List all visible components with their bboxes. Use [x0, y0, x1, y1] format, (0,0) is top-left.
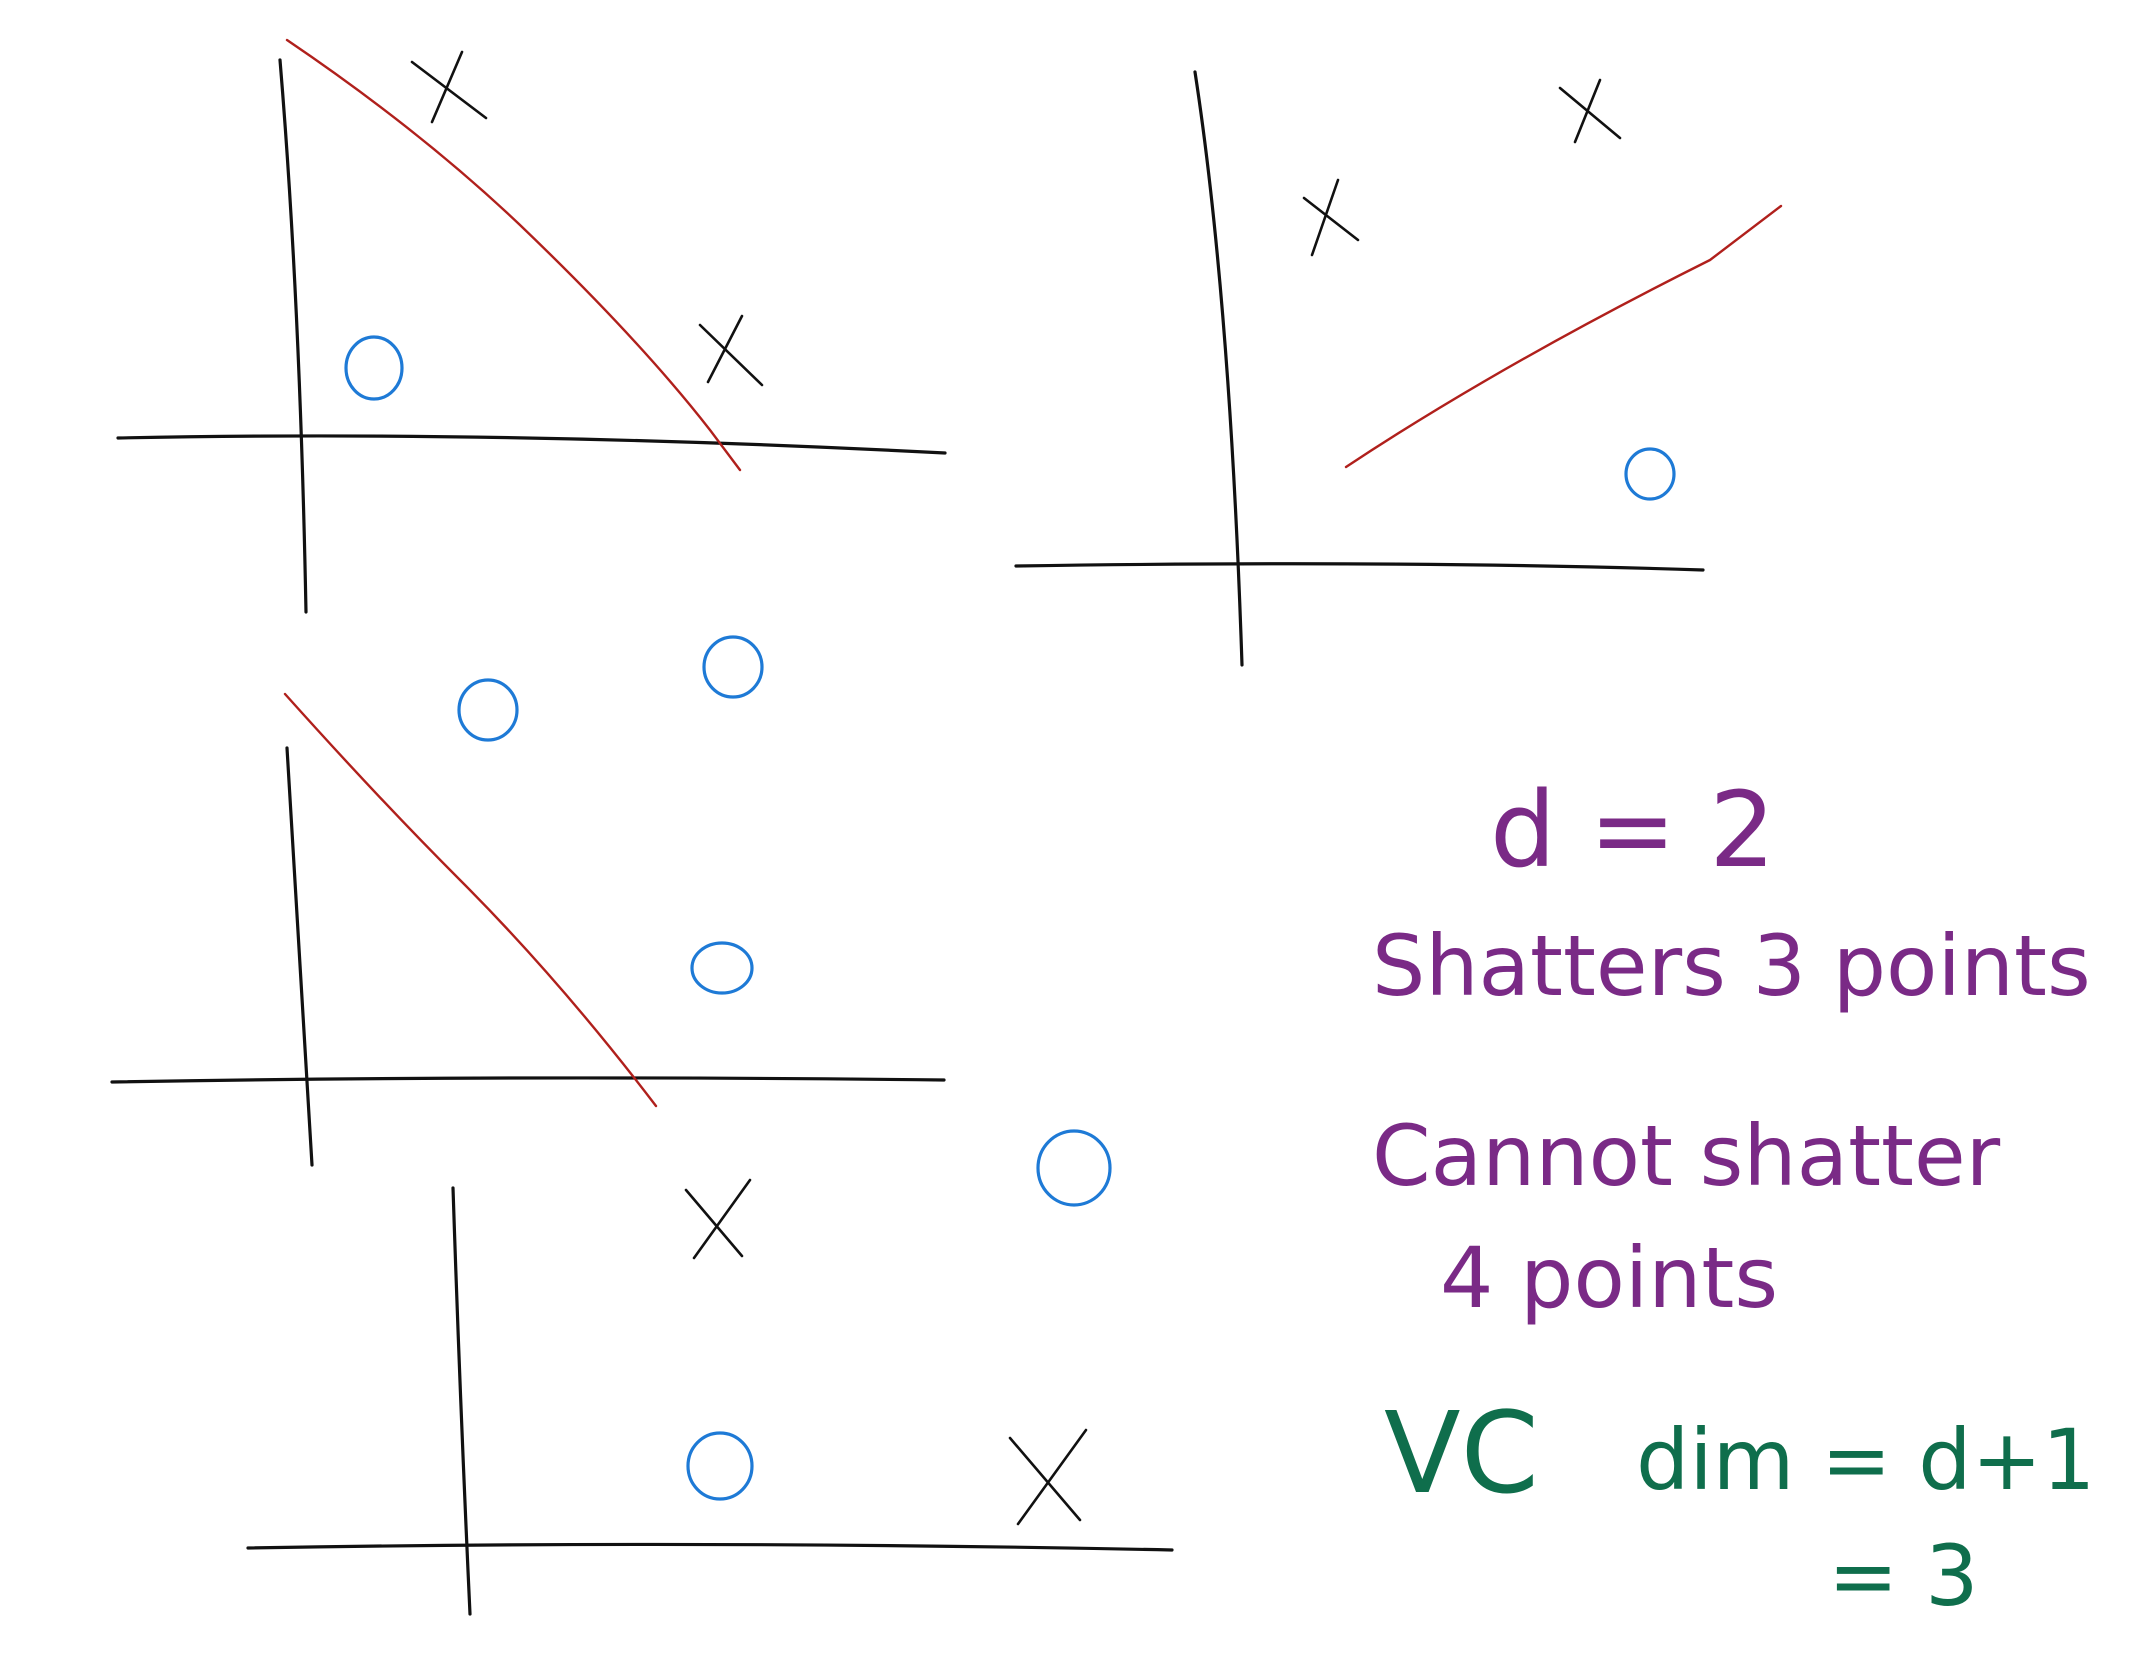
- panel-top-left-separator-line: [285, 38, 742, 472]
- panel-top-right-cross-point: [1302, 178, 1360, 257]
- note-vc-value: = 3: [1828, 1527, 1979, 1625]
- panel-top-left-circle-point: [344, 335, 404, 401]
- panel-top-right-x-axis: [1014, 562, 1705, 572]
- panel-middle-left-x-axis: [110, 1076, 946, 1084]
- panel-top-right-cross-point: [1558, 78, 1622, 144]
- panel-bottom-cross-point: [1008, 1428, 1088, 1526]
- panel-bottom-y-axis: [451, 1186, 472, 1616]
- panel-middle-left-separator-line: [283, 692, 658, 1108]
- note-vc-dim-formula: dim = d+1: [1636, 1411, 2096, 1509]
- panel-top-right-circle-point: [1624, 447, 1676, 501]
- panel-bottom-cross-point: [684, 1178, 752, 1260]
- panel-bottom-circle-point: [686, 1431, 754, 1501]
- panel-top-right: [1014, 70, 1783, 667]
- panel-middle-left-circle-point: [690, 941, 754, 995]
- note-vc-label: VC: [1384, 1389, 1539, 1519]
- panel-top-right-separator-line: [1344, 204, 1783, 469]
- panel-top-left-cross-point: [698, 314, 764, 387]
- panel-bottom-circle-point: [1036, 1129, 1112, 1207]
- panel-middle-left: [110, 635, 946, 1167]
- panel-top-left-cross-point: [410, 50, 488, 124]
- panel-top-left-x-axis: [116, 434, 947, 455]
- panel-middle-left-circle-point: [457, 678, 519, 742]
- panel-middle-left-y-axis: [285, 746, 314, 1167]
- panel-middle-left-circle-point: [702, 635, 764, 699]
- note-dimension: d = 2: [1490, 769, 1776, 891]
- panel-bottom: [246, 1129, 1174, 1616]
- note-cannot-shatter: Cannot shatter: [1372, 1107, 2001, 1205]
- note-four-points: 4 points: [1440, 1229, 1779, 1327]
- panel-top-right-y-axis: [1193, 70, 1244, 667]
- note-shatters-three-points: Shatters 3 points: [1372, 917, 2091, 1015]
- panel-bottom-x-axis: [246, 1542, 1174, 1552]
- panel-top-left-y-axis: [278, 58, 308, 614]
- panel-top-left: [116, 38, 947, 614]
